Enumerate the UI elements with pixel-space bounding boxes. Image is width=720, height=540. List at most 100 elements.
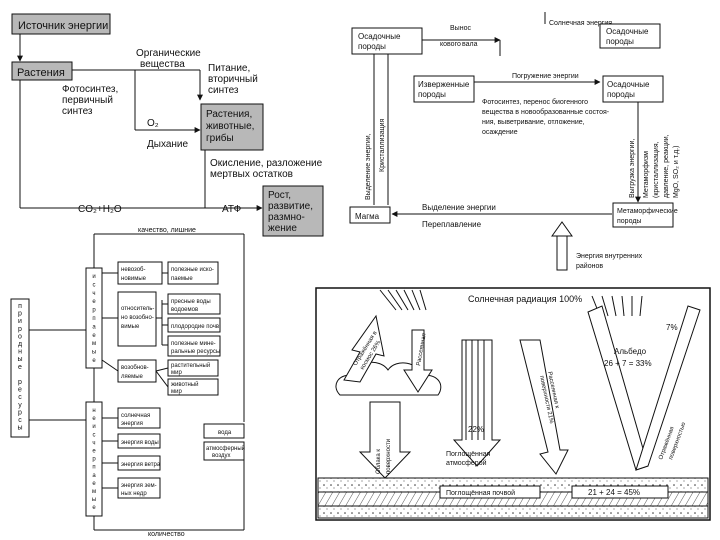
solar-energy-top: Солнечная энергия [549, 20, 612, 27]
flora-1: растительный [171, 362, 210, 369]
vertical-letter: ы [17, 356, 22, 363]
arrow-reflected-clouds [343, 314, 385, 383]
fresh-water-1: пресные воды [171, 299, 211, 305]
water-energy-label: энергия воды [121, 440, 159, 446]
nutrition-3: синтез [208, 85, 239, 96]
air-box [203, 441, 245, 461]
internal-arrow [556, 231, 568, 271]
arrow-scattered [403, 329, 433, 393]
solar-energy-2: энергия [121, 421, 143, 427]
o2-label: O₂ [147, 118, 159, 129]
uplift-1: Вынос [450, 25, 471, 32]
internal-1: Энергия внутренних [576, 253, 643, 260]
co2-h2o-label: CO₂+H₂O [78, 204, 122, 215]
relatively-2: но возобно- [121, 315, 154, 321]
vertical-letter: ы [17, 425, 22, 432]
release-1: Выделение энергии, [365, 133, 372, 200]
vertical-letter: р [92, 457, 96, 463]
growth-2: развитие, [268, 201, 313, 212]
vertical-letter: а [92, 324, 96, 330]
earth-energy-1: энергия зем- [121, 483, 157, 489]
sedimentary-box-top [351, 27, 423, 55]
vertical-letter: е [92, 333, 96, 339]
respiration-label: Дыхание [147, 139, 189, 150]
vertical-letter: с [93, 432, 96, 438]
plants-label: Растения [17, 67, 65, 79]
minerals-2: паемые [171, 276, 193, 282]
subsidence-3: (кристаллизация, [653, 141, 660, 198]
subsidence-5: MgO, SO₂ и т.д.) [673, 146, 680, 198]
air-2: воздух [212, 453, 231, 459]
quality-label: качество, лишние [138, 227, 196, 234]
igneous-2: породы [418, 90, 446, 99]
vertical-letter: п [92, 465, 95, 471]
growth-4: жение [268, 223, 297, 234]
fauna-1: животный [171, 381, 198, 388]
process-4: осаждение [482, 129, 518, 136]
vertical-letter: с [18, 417, 22, 424]
vertical-letter: ы [92, 350, 96, 356]
energy-source-box [11, 13, 111, 35]
wind-energy-label: энергия ветра [121, 462, 161, 468]
sun-rays-left [379, 289, 427, 311]
subsidence-2: Метаморфизм [643, 151, 650, 198]
nonrenewable-1: невозоб- [121, 267, 146, 273]
vertical-letter: н [92, 408, 95, 414]
vertical-letter: е [92, 416, 96, 422]
fauna-2: мир [171, 389, 182, 395]
consumers-3: грибы [206, 132, 234, 144]
minerals-1: полезные иско- [171, 267, 214, 273]
metamorphic-2: породы [617, 218, 641, 225]
vertical-letter: п [92, 316, 95, 322]
nonrenewable-2: новимые [121, 276, 147, 282]
atm-absorbed-1: Поглощённая [446, 451, 491, 458]
vertical-letter: м [92, 341, 96, 347]
vertical-letter: е [18, 364, 22, 371]
vertical-letter: а [92, 473, 96, 479]
vertical-letter: ч [92, 291, 95, 297]
vertical-letter: и [92, 274, 95, 280]
energy-source-label: Источник энергии [18, 20, 108, 32]
cloud-surface-1: Облака к [376, 449, 382, 474]
uplift-3: вала [462, 41, 478, 48]
absorbed-soil-box [439, 485, 541, 499]
vertical-letter: е [92, 481, 96, 487]
heat-release-label: Выделение энергии [422, 203, 496, 212]
igneous-1: Изверженные [418, 80, 470, 89]
soil-label: плодородие почв [171, 324, 219, 330]
vertical-letter: р [92, 308, 96, 314]
rock-cycle-panel: Осадочные породы Вынос кового вала Солне… [349, 12, 680, 271]
photosynthesis-3: синтез [62, 106, 93, 117]
renewable-2: ляемые [121, 374, 144, 380]
vertical-letter: е [18, 387, 22, 394]
radiation-panel: Солнечная радиация 100% Отражённая в кос… [315, 287, 711, 521]
solar-radiation-title: Солнечная радиация 100% [468, 294, 582, 304]
arrow-albedo-out [635, 305, 701, 471]
magma-label: Магма [355, 212, 380, 221]
vertical-letter: и [92, 424, 95, 430]
organic-label-2: вещества [140, 59, 185, 70]
vertical-letter: н [18, 349, 22, 356]
energy-flow-panel: Источник энергии Растения Органические в… [11, 13, 324, 237]
cloud-surface-2: поверхности [386, 439, 392, 474]
sum-label: 21 + 24 = 45% [588, 488, 640, 497]
vertical-letter: р [18, 311, 22, 318]
photosynthesis-2: первичный [62, 95, 113, 106]
relatively-3: вимые [121, 324, 140, 330]
growth-3: размно- [268, 212, 305, 223]
igneous-box [413, 75, 475, 103]
burial-label: Погружение энергии [512, 73, 579, 80]
vertical-letter: р [18, 409, 22, 416]
process-3: ния, выветривание, отложение, [482, 119, 585, 126]
mineral-resources-1: полезные мине- [171, 341, 216, 347]
vertical-letter: е [92, 299, 96, 305]
process-2: вещества в новообразованные состоя- [482, 108, 610, 116]
vertical-letter: р [18, 326, 22, 333]
earth-energy-2: ных недр [121, 491, 147, 497]
nutrition-1: Питание, [208, 63, 250, 74]
mineral-resources-2: ральные ресурсы [171, 349, 220, 355]
